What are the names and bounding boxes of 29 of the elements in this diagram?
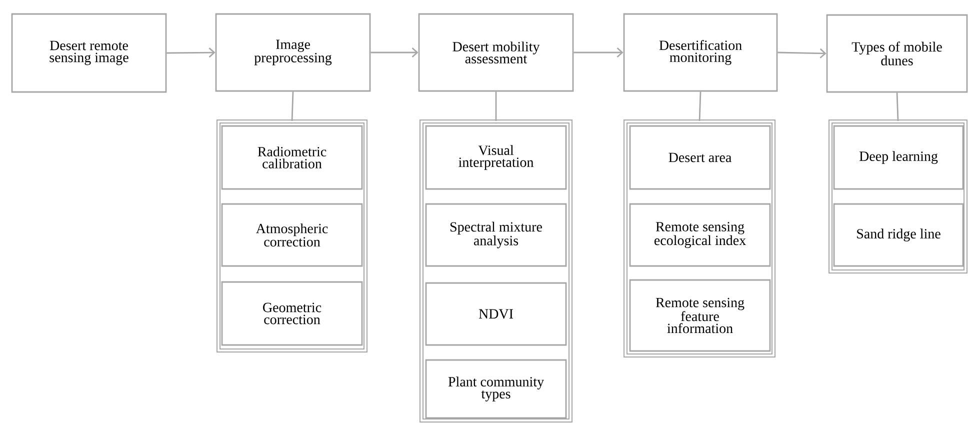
item-box: Desert area: [629, 125, 771, 190]
item-box: Plant community types: [425, 359, 567, 419]
process-box: Image preprocessing: [215, 13, 371, 92]
item-box: Spectral mixture analysis: [425, 203, 567, 267]
arrow: [778, 48, 826, 58]
arrow: [166, 48, 216, 58]
group-box: [624, 120, 776, 358]
item-box: Remote sensing ecological index: [629, 203, 771, 267]
process-box: Desertification monitoring: [623, 13, 778, 92]
connector-line: [698, 92, 702, 122]
item-box: Atmospheric correction: [221, 203, 363, 267]
item-box: Remote sensing feature information: [629, 279, 771, 352]
group-box: [216, 120, 368, 352]
process-box: Desert mobility assessment: [418, 13, 574, 92]
item-box: Sand ridge line: [833, 203, 964, 267]
connector-line: [896, 92, 899, 122]
arrow: [370, 47, 418, 58]
arrow: [574, 47, 624, 58]
item-box: Visual interpretation: [425, 125, 567, 190]
process-box: Desert remote sensing image: [11, 13, 167, 93]
group-box: [828, 120, 968, 274]
item-box: Geometric correction: [221, 281, 363, 346]
item-box: NDVI: [425, 282, 567, 346]
item-box: Deep learning: [833, 125, 964, 190]
connector-line: [291, 92, 294, 122]
process-box: Types of mobile dunes: [826, 14, 968, 93]
connector-line: [495, 92, 497, 121]
item-box: Radiometric calibration: [221, 125, 363, 190]
group-box: [420, 120, 572, 422]
